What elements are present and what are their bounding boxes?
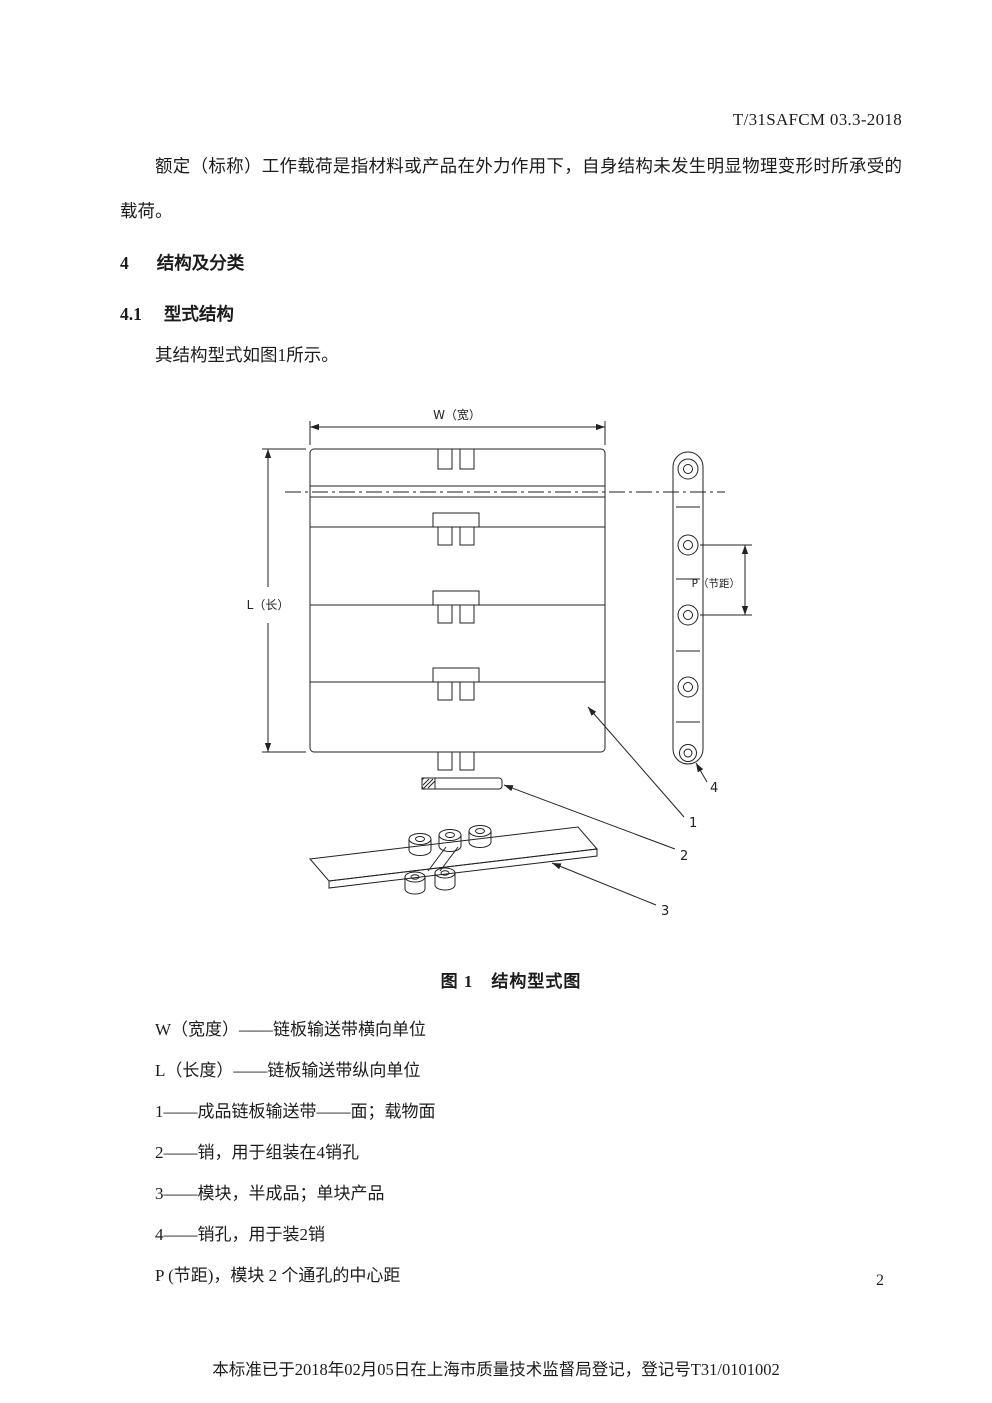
section-4-1-number: 4.1 — [120, 304, 142, 324]
p-dimension-label: P（节距） — [692, 578, 740, 590]
belt-top-view — [285, 448, 725, 771]
document-reference: T/31SAFCM 03.3-2018 — [732, 110, 902, 129]
figure-caption: 图 1 结构型式图 — [440, 972, 582, 991]
legend-item-2: 2——销，用于组装在4销孔 — [155, 1143, 359, 1162]
leader-lines — [503, 706, 708, 906]
part-label-4: 4 — [710, 781, 718, 796]
w-dimension-label: W（宽） — [433, 407, 481, 422]
legend-item-1: 1——成品链板输送带——面；载物面 — [155, 1102, 436, 1121]
leader-3 — [551, 862, 657, 906]
figure-legend: W（宽度）——链板输送带横向单位 L（长度）——链板输送带纵向单位 1——成品链… — [155, 1018, 902, 1288]
part-label-3: 3 — [661, 904, 669, 919]
l-dimension-label: L（长） — [247, 598, 290, 612]
pin-detail — [421, 777, 503, 790]
legend-item-p: P (节距)，模块 2 个通孔的中心距 — [155, 1266, 401, 1285]
leader-1 — [587, 706, 685, 818]
figure-lead-text: 其结构型式如图1所示。 — [155, 345, 339, 365]
module-3d-view — [309, 825, 598, 895]
leader-4 — [695, 762, 708, 783]
page-number: 2 — [876, 1272, 884, 1289]
hinge-rollers — [408, 825, 492, 856]
section-4-1-title: 型式结构 — [163, 304, 234, 324]
belt-side-view — [672, 451, 704, 765]
figure-1-diagram: W（宽） L（长） — [247, 407, 752, 919]
section-4-heading: 4 结构及分类 — [120, 250, 902, 275]
w-dimension — [309, 421, 606, 445]
part-label-1: 1 — [689, 816, 697, 831]
registration-footer: 本标准已于2018年02月05日在上海市质量技术监督局登记，登记号T31/010… — [212, 1360, 780, 1379]
intro-paragraph: 额定（标称）工作载荷是指材料或产品在外力作用下，自身结构未发生明显物理变形时所承… — [120, 156, 902, 221]
figure-1: W（宽） L（长） — [150, 397, 910, 957]
hinge-knuckles — [404, 867, 456, 895]
part-label-2: 2 — [680, 849, 688, 864]
l-dimension — [262, 448, 306, 753]
legend-item-w: W（宽度）——链板输送带横向单位 — [155, 1020, 427, 1039]
legend-item-3: 3——模块，半成品；单块产品 — [155, 1184, 385, 1203]
section-4-number: 4 — [120, 253, 129, 273]
p-dimension — [700, 544, 752, 616]
legend-item-4: 4——销孔，用于装2销 — [155, 1225, 325, 1244]
section-4-title: 结构及分类 — [156, 253, 245, 273]
section-4-1-heading: 4.1 型式结构 — [120, 301, 902, 326]
leader-2 — [503, 784, 676, 850]
legend-item-l: L（长度）——链板输送带纵向单位 — [155, 1061, 421, 1080]
